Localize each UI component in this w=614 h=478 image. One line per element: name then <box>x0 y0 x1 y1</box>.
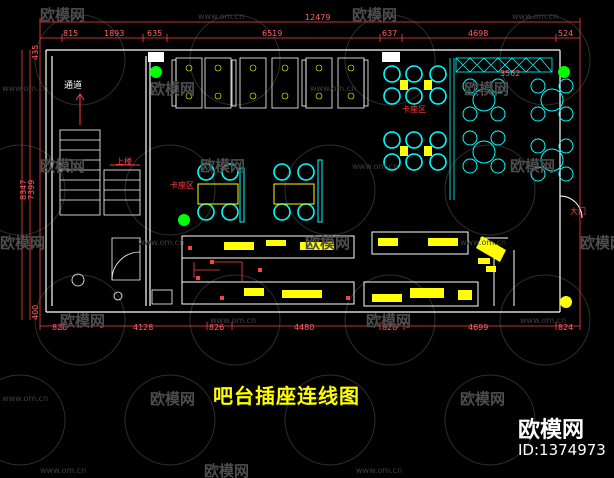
watermark-logo-4: 欧模网 <box>464 80 510 98</box>
top-booth-row <box>171 57 369 109</box>
dimension-bottom-5: 826 <box>382 323 397 332</box>
booth-label-upper: 卡座区 <box>402 104 426 114</box>
watermark-url-13: www.om.cn <box>356 466 403 475</box>
partition-lattice <box>449 57 553 200</box>
dimension-left-bottom: 400 <box>31 305 40 320</box>
brand-watermark: 欧模网 <box>518 418 585 443</box>
stairs-up-label: 上楼 <box>116 156 132 166</box>
watermark-url-3: www.om.cn <box>2 84 49 93</box>
dimension-top-5: 637 <box>382 29 397 38</box>
dimension-bottom-6: 4699 <box>468 323 488 332</box>
top-booth-chairs <box>185 64 355 100</box>
watermark-logo-9: 欧模网 <box>305 234 351 252</box>
dimension-bottom-3: 826 <box>209 323 224 332</box>
watermark-logo-10: 欧模网 <box>580 234 614 252</box>
watermark-logo-8: 欧模网 <box>0 234 46 252</box>
outer-walls <box>45 49 561 313</box>
dimension-top-4: 6519 <box>262 29 282 38</box>
entrance-door <box>559 195 583 240</box>
watermark-logo-15: 欧模网 <box>204 462 250 478</box>
watermark-logo-1: 欧模网 <box>40 6 86 24</box>
entrance-label: 大门 <box>570 206 586 216</box>
watermark-url-8: www.om.cn <box>210 316 257 325</box>
dimension-left-inner: 7399 <box>27 180 36 200</box>
brand-id: ID:1374973 <box>518 441 606 459</box>
dimension-top-2: 1893 <box>104 29 124 38</box>
watermark-url-9: www.om.cn <box>520 316 567 325</box>
bar-wiring <box>193 261 243 282</box>
watermark-url-7: www.om.cn <box>460 238 507 247</box>
middle-booth-seating <box>197 159 323 223</box>
dimension-bottom-4: 4480 <box>294 323 314 332</box>
watermark-logo-6: 欧模网 <box>200 157 246 175</box>
watermark-logo-2: 欧模网 <box>352 6 398 24</box>
bar-outlets <box>188 246 350 300</box>
dimension-left-top: 435 <box>31 45 40 60</box>
watermark-url-5: www.om.cn <box>352 162 399 171</box>
round-tables <box>462 78 574 182</box>
upper-right-seating <box>383 65 447 171</box>
dimension-right-inner: 3562 <box>500 69 520 78</box>
plants <box>150 66 570 226</box>
watermark-logo-14: 欧模网 <box>460 390 506 408</box>
watermark-url-10: www.om.cn <box>2 394 49 403</box>
booth-label-middle: 卡座区 <box>170 180 194 190</box>
dimension-text: 12479 815 1893 635 6519 637 4698 524 826… <box>19 13 573 332</box>
dimension-bottom-7: 824 <box>558 323 573 332</box>
watermark-url-1: www.om.cn <box>198 12 245 21</box>
watermark-logo-11: 欧模网 <box>60 312 106 330</box>
dimension-top-1: 815 <box>63 29 78 38</box>
watermark-logo-13: 欧模网 <box>150 390 196 408</box>
stair-arrows <box>75 93 140 166</box>
corner-light <box>560 296 572 308</box>
watermark-logo-5: 欧模网 <box>40 157 86 175</box>
dimension-top-3: 635 <box>147 29 162 38</box>
wall-columns <box>148 52 400 62</box>
dimension-bottom-2: 4128 <box>133 323 153 332</box>
drawing-title: 吧台插座连线图 <box>213 384 360 408</box>
staircase <box>59 129 173 305</box>
corridor-label: 通道 <box>64 79 82 91</box>
watermark-logo-12: 欧模网 <box>366 312 412 330</box>
dimension-top-7: 524 <box>558 29 573 38</box>
watermark-url-6: www.om.cn <box>138 238 185 247</box>
watermark-url-4: www.om.cn <box>310 84 357 93</box>
dimension-lines <box>21 18 581 330</box>
watermark-logo-3: 欧模网 <box>150 80 196 98</box>
bar-equipment <box>224 236 506 302</box>
dimension-total: 12479 <box>305 13 330 22</box>
watermark-logo-7: 欧模网 <box>510 157 556 175</box>
watermark-url-12: www.om.cn <box>40 466 87 475</box>
watermark-url-2: www.om.cn <box>512 12 559 21</box>
watermark-url-11: www.om.cn <box>310 394 357 403</box>
dimension-bottom-1: 826 <box>52 323 67 332</box>
dimension-left-total: 8347 <box>19 180 28 200</box>
bar-counter <box>181 231 515 307</box>
dimension-top-6: 4698 <box>468 29 488 38</box>
